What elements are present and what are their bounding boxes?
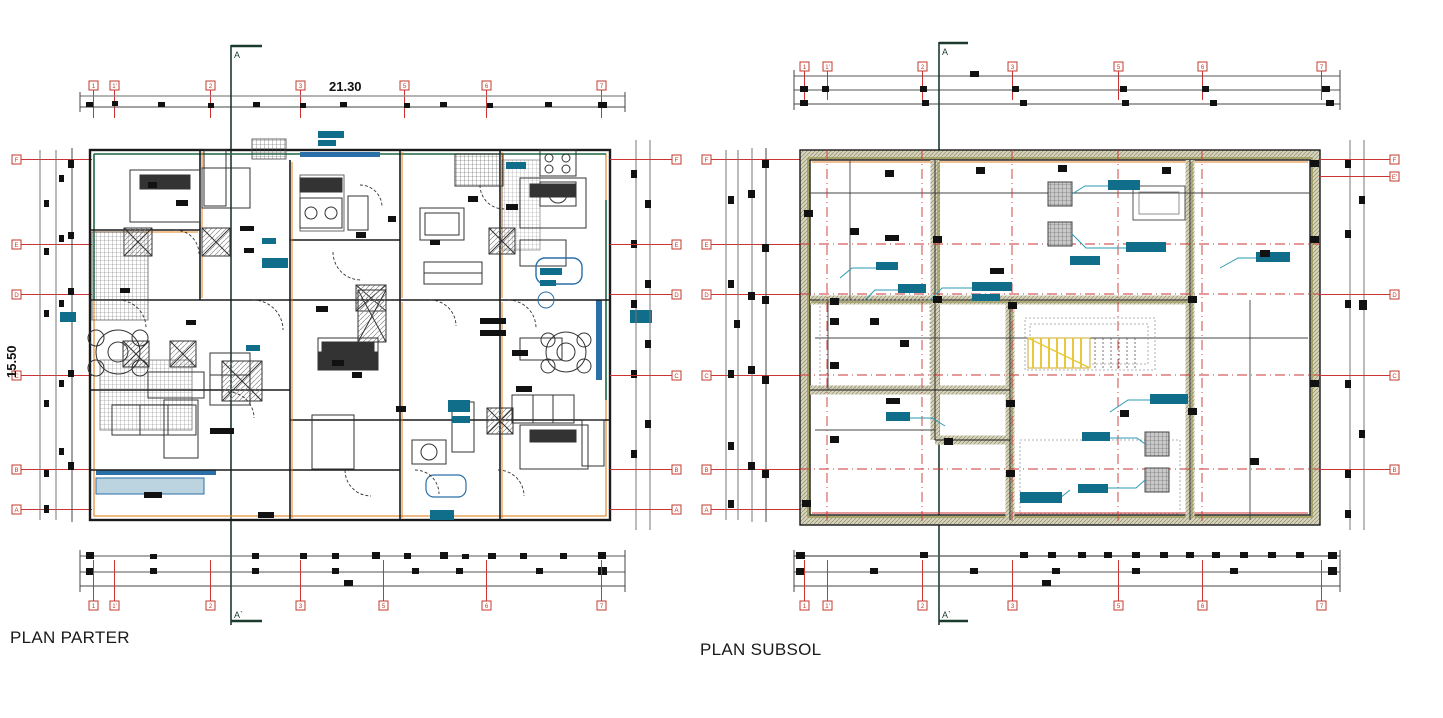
dimension-strip-left-subsol xyxy=(725,148,769,522)
svg-text:C: C xyxy=(14,374,19,380)
detail-symbols xyxy=(1047,181,1186,493)
overall-width-dimension: 21.30 xyxy=(329,79,362,94)
svg-text:3: 3 xyxy=(1011,65,1015,71)
grid-bubbles-left-subsol: F E D C B A xyxy=(701,154,810,515)
grid-bubbles-left: F E D C B A xyxy=(11,154,92,515)
svg-text:1: 1 xyxy=(803,604,807,610)
dimension-strip-top xyxy=(79,92,626,112)
svg-text:6: 6 xyxy=(1201,65,1205,71)
basement-walls xyxy=(799,149,1321,526)
plan-parter-title: PLAN PARTER xyxy=(10,628,130,647)
svg-text:3: 3 xyxy=(1011,604,1015,610)
plan-subsol-title: PLAN SUBSOL xyxy=(700,640,822,659)
svg-text:A: A xyxy=(704,508,708,514)
svg-text:7: 7 xyxy=(600,84,604,90)
grid-bubbles-right: F E D C B A xyxy=(610,140,682,530)
svg-text:F: F xyxy=(15,158,19,164)
svg-text:5: 5 xyxy=(382,604,386,610)
svg-text:1: 1 xyxy=(92,84,96,90)
svg-text:7: 7 xyxy=(600,604,604,610)
dimension-strip-bottom xyxy=(79,550,626,592)
grid-bubbles-bottom: 1 1' 2 3 5 6 7 xyxy=(88,560,607,611)
svg-text:A`: A` xyxy=(234,610,243,620)
svg-text:6: 6 xyxy=(1201,604,1205,610)
svg-text:C: C xyxy=(674,374,679,380)
svg-text:6: 6 xyxy=(485,84,489,90)
svg-text:A: A xyxy=(14,508,18,514)
svg-text:1: 1 xyxy=(803,65,807,71)
svg-text:E': E' xyxy=(1392,175,1397,181)
svg-text:A`: A` xyxy=(942,610,951,620)
svg-text:A: A xyxy=(234,50,240,60)
svg-text:A: A xyxy=(674,508,678,514)
dimension-strip-left xyxy=(39,148,74,522)
grid-bubbles-right-subsol: F E' D C B xyxy=(1320,140,1400,530)
svg-text:E: E xyxy=(704,243,708,249)
centerlines xyxy=(800,150,1320,525)
structural-marks xyxy=(120,182,532,518)
svg-text:F: F xyxy=(675,158,679,164)
furniture-layer xyxy=(87,149,605,498)
svg-text:B: B xyxy=(1392,468,1396,474)
grid-bubbles-top-subsol: 1 1' 2 3 5 6 7 xyxy=(799,61,1327,100)
svg-text:2: 2 xyxy=(209,604,213,610)
plan-parter-svg: 1 1' 2 3 5 6 7 A A` F E D C xyxy=(11,44,682,625)
svg-text:A: A xyxy=(942,47,948,57)
svg-text:1': 1' xyxy=(112,604,116,610)
svg-text:D: D xyxy=(674,293,679,299)
svg-text:E: E xyxy=(674,243,678,249)
svg-text:1': 1' xyxy=(112,84,116,90)
svg-text:7: 7 xyxy=(1320,65,1324,71)
svg-text:D: D xyxy=(1392,293,1397,299)
svg-text:E: E xyxy=(14,243,18,249)
svg-text:5: 5 xyxy=(1117,65,1121,71)
svg-text:2: 2 xyxy=(921,604,925,610)
svg-text:7: 7 xyxy=(1320,604,1324,610)
svg-text:D: D xyxy=(704,293,709,299)
section-line-a-subsol: A A` xyxy=(938,41,968,625)
svg-text:2: 2 xyxy=(209,84,213,90)
dimension-strip-bottom-subsol xyxy=(793,550,1341,592)
svg-text:3: 3 xyxy=(299,604,303,610)
svg-text:1: 1 xyxy=(92,604,96,610)
svg-text:C: C xyxy=(1392,374,1397,380)
svg-text:B: B xyxy=(14,468,18,474)
svg-text:3: 3 xyxy=(299,84,303,90)
svg-text:F: F xyxy=(705,158,709,164)
staircase xyxy=(1027,337,1136,369)
svg-text:6: 6 xyxy=(485,604,489,610)
svg-text:2: 2 xyxy=(921,65,925,71)
floor-plan-ground: 1 1' 2 3 5 6 7 A A` F E D C xyxy=(0,0,700,640)
grid-bubbles-bottom-subsol: 1 1' 2 3 5 6 7 xyxy=(799,560,1327,611)
svg-text:1': 1' xyxy=(825,604,829,610)
grid-bubbles-top: 1 1' 2 3 5 6 7 xyxy=(88,80,607,118)
svg-text:B: B xyxy=(674,468,678,474)
overall-height-dimension: 15.50 xyxy=(4,345,19,378)
svg-text:5: 5 xyxy=(1117,604,1121,610)
building-outline xyxy=(88,148,612,522)
floor-plan-basement: 1 1' 2 3 5 6 7 A A` F E D C xyxy=(690,0,1443,640)
structural-marks-subsol xyxy=(802,160,1319,507)
svg-text:F: F xyxy=(1393,158,1397,164)
plan-subsol-svg: 1 1' 2 3 5 6 7 A A` F E D C xyxy=(701,41,1400,625)
dimension-strip-top-subsol xyxy=(793,70,1341,110)
svg-text:C: C xyxy=(704,374,709,380)
door-swings xyxy=(117,184,537,497)
svg-text:D: D xyxy=(14,293,19,299)
footing-outlines xyxy=(819,299,1181,515)
svg-text:B: B xyxy=(704,468,708,474)
svg-text:5: 5 xyxy=(403,84,407,90)
svg-text:1': 1' xyxy=(825,65,829,71)
section-line-a: A A` xyxy=(230,44,262,625)
